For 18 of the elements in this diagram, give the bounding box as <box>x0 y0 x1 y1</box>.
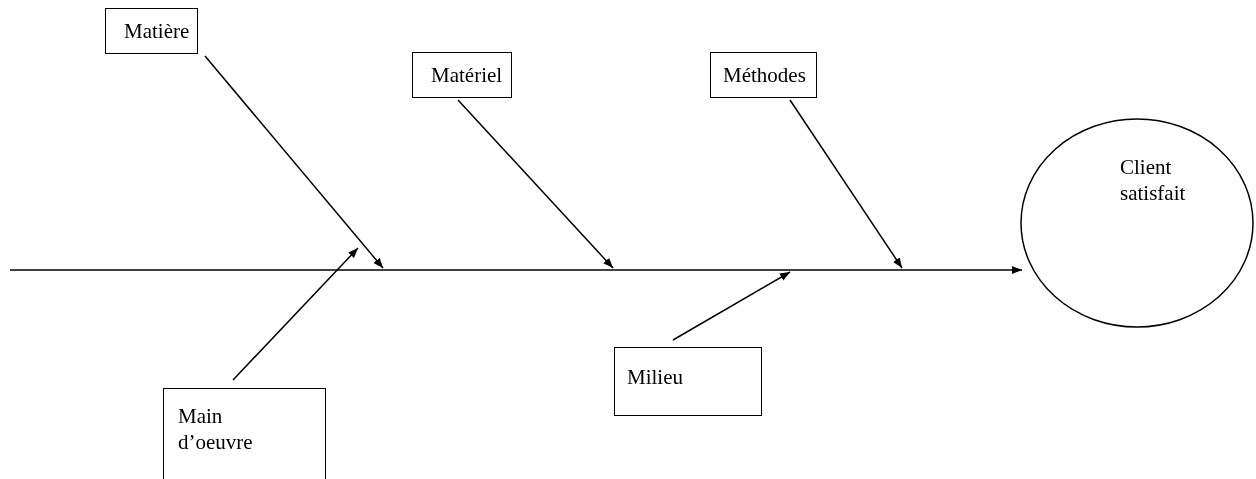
cause-label: Méthodes <box>723 62 807 88</box>
cause-label: Main d’oeuvre <box>178 403 254 455</box>
cause-arrow <box>672 271 791 341</box>
cause-arrow <box>232 247 359 381</box>
cause-arrow <box>789 99 903 269</box>
effect-label: Client satisfait <box>1120 154 1187 206</box>
cause-arrow <box>457 99 614 269</box>
spine-arrow <box>9 266 1023 274</box>
cause-box <box>163 388 326 479</box>
effect-ellipse <box>1020 118 1254 328</box>
cause-label: Matériel <box>431 62 504 88</box>
cause-box <box>710 52 817 98</box>
cause-label: Milieu <box>627 364 684 390</box>
cause-box <box>105 8 198 54</box>
cause-label: Matière <box>124 18 191 44</box>
cause-box <box>412 52 512 98</box>
cause-box <box>614 347 762 416</box>
cause-arrow <box>204 55 384 269</box>
